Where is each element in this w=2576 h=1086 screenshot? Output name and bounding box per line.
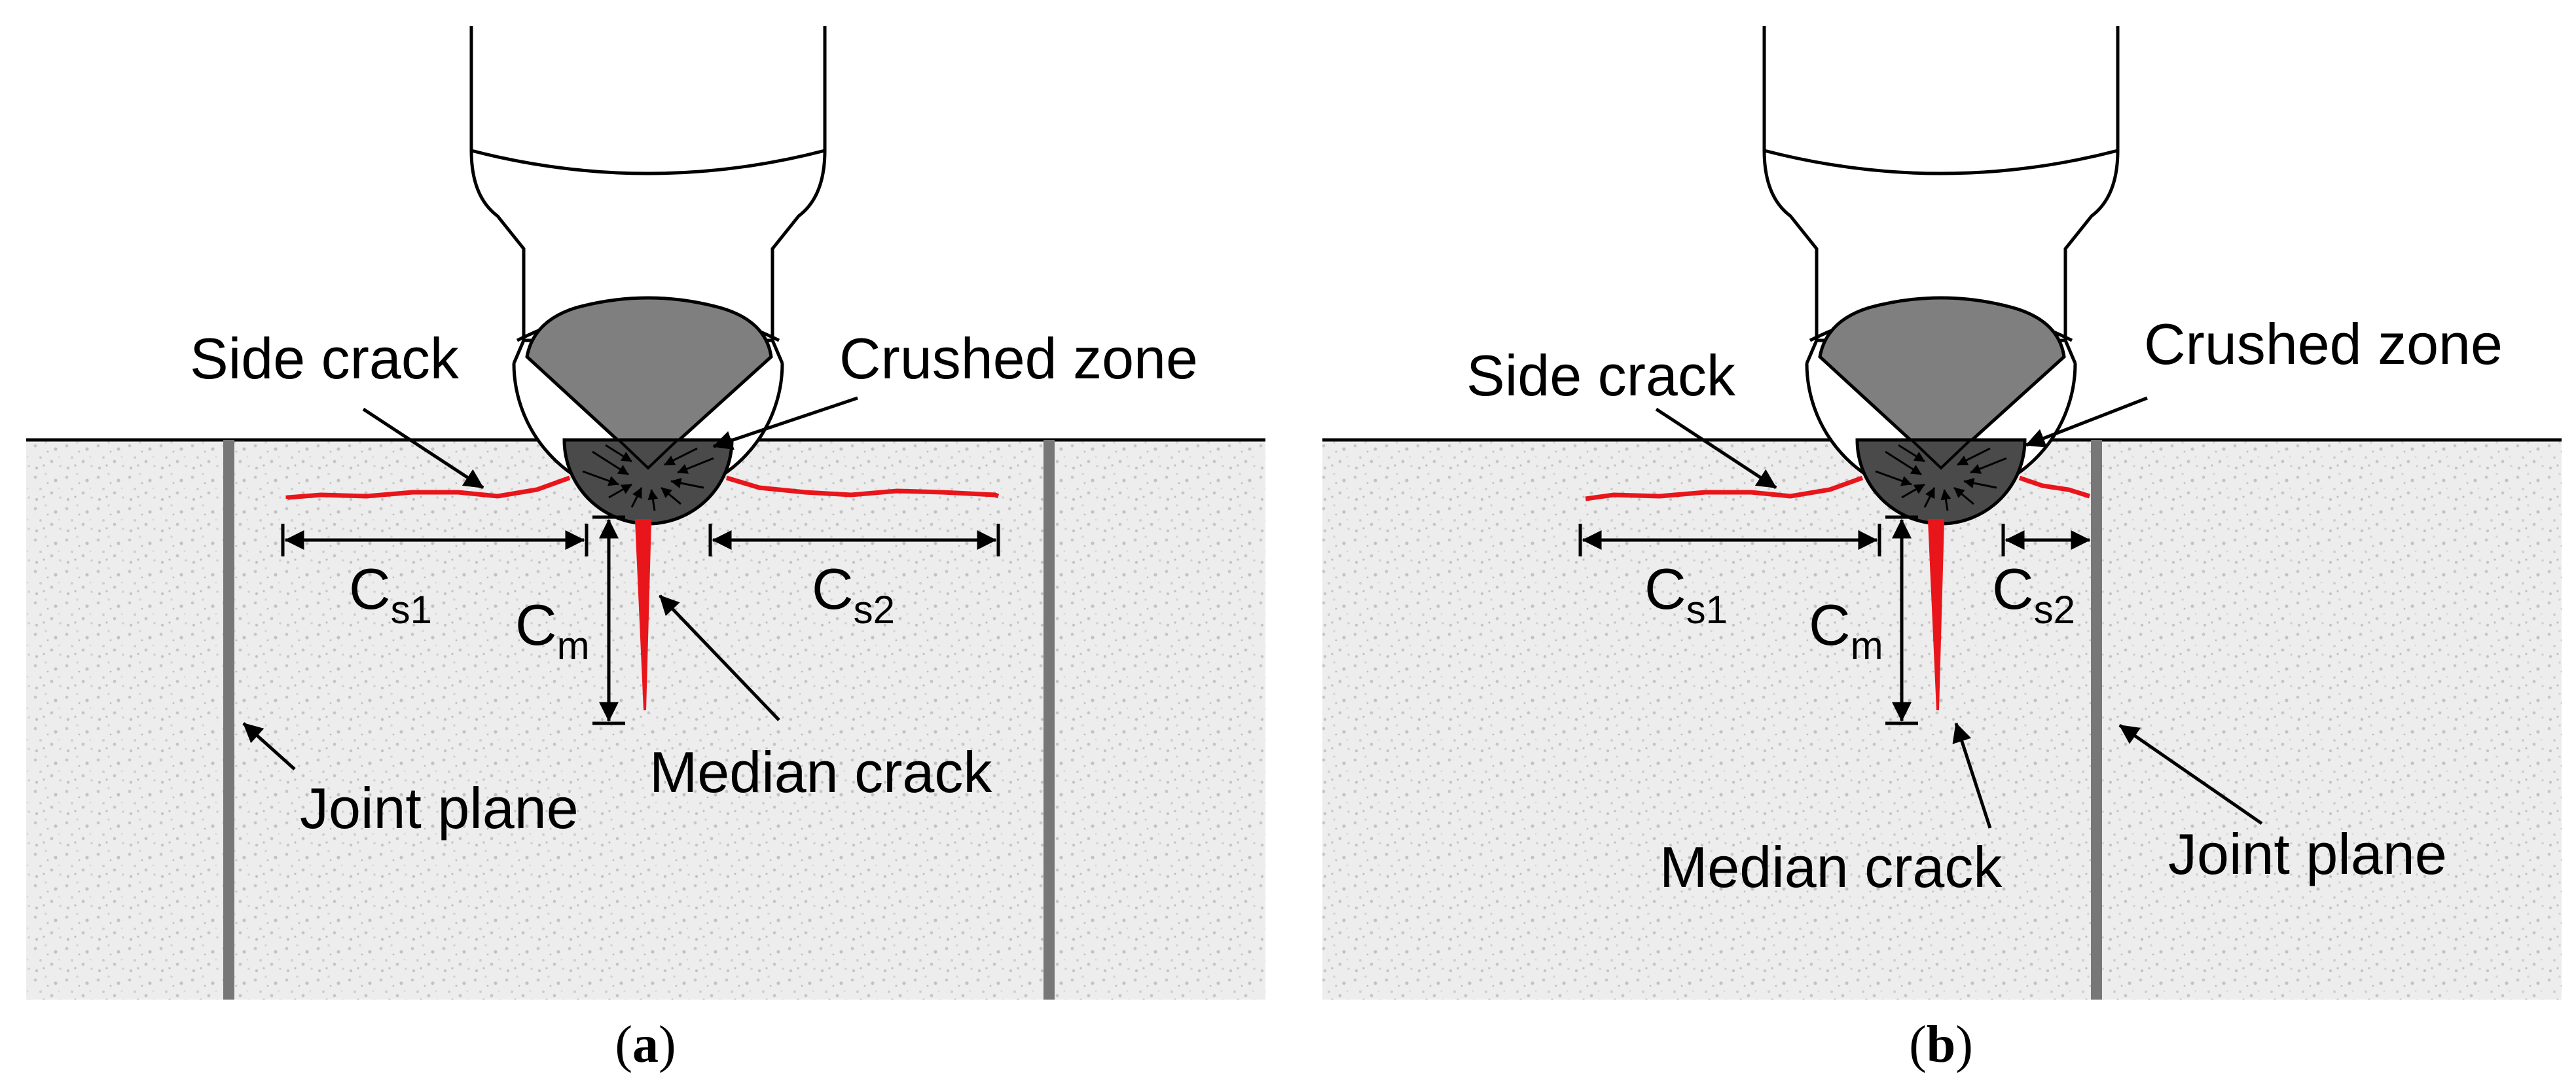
dimensions-b bbox=[1578, 515, 2091, 725]
median-crack-label-b: Median crack bbox=[1660, 835, 2003, 899]
caption-b: (b) bbox=[1909, 1016, 1973, 1074]
crushed-zone-label-b: Crushed zone bbox=[2144, 312, 2503, 376]
median-crack-label-a: Median crack bbox=[649, 740, 992, 805]
joint-plane-left-a bbox=[223, 440, 234, 1000]
joint-plane-label-a: Joint plane bbox=[300, 776, 579, 841]
cs2-label-a: Cs2 bbox=[812, 556, 895, 632]
cm-label-b: Cm bbox=[1809, 592, 1883, 668]
cracks-a bbox=[285, 475, 1000, 711]
leaders-a bbox=[242, 396, 858, 770]
cs1-label-b: Cs1 bbox=[1644, 556, 1728, 632]
cm-label-a: Cm bbox=[515, 592, 590, 668]
leaders-b bbox=[1655, 396, 2263, 829]
side-crack-right-b bbox=[2018, 475, 2091, 499]
caption-a: (a) bbox=[615, 1016, 676, 1074]
joint-plane-label-b: Joint plane bbox=[2168, 822, 2447, 886]
panel-a: Side crack Crushed zone Median crack Joi… bbox=[26, 26, 1265, 1074]
panel-b: Side crack Crushed zone Median crack Joi… bbox=[1322, 26, 2562, 1074]
side-crack-right-a bbox=[725, 475, 1000, 499]
side-crack-left-a bbox=[285, 475, 571, 500]
side-crack-label-b: Side crack bbox=[1466, 343, 1736, 408]
cs1-label-a: Cs1 bbox=[349, 556, 432, 632]
joint-plane-b bbox=[2091, 440, 2102, 1000]
cracks-b bbox=[1585, 475, 2091, 711]
side-crack-left-b bbox=[1585, 475, 1864, 501]
crushed-zone-label-a: Crushed zone bbox=[839, 326, 1198, 391]
median-crack-a bbox=[634, 519, 652, 711]
button-bit-b bbox=[1762, 26, 2120, 499]
dimensions-a bbox=[281, 515, 1000, 725]
median-crack-b bbox=[1927, 519, 1945, 711]
cs2-label-b: Cs2 bbox=[1992, 556, 2075, 632]
side-crack-label-a: Side crack bbox=[190, 326, 460, 391]
joint-plane-right-a bbox=[1043, 440, 1055, 1000]
